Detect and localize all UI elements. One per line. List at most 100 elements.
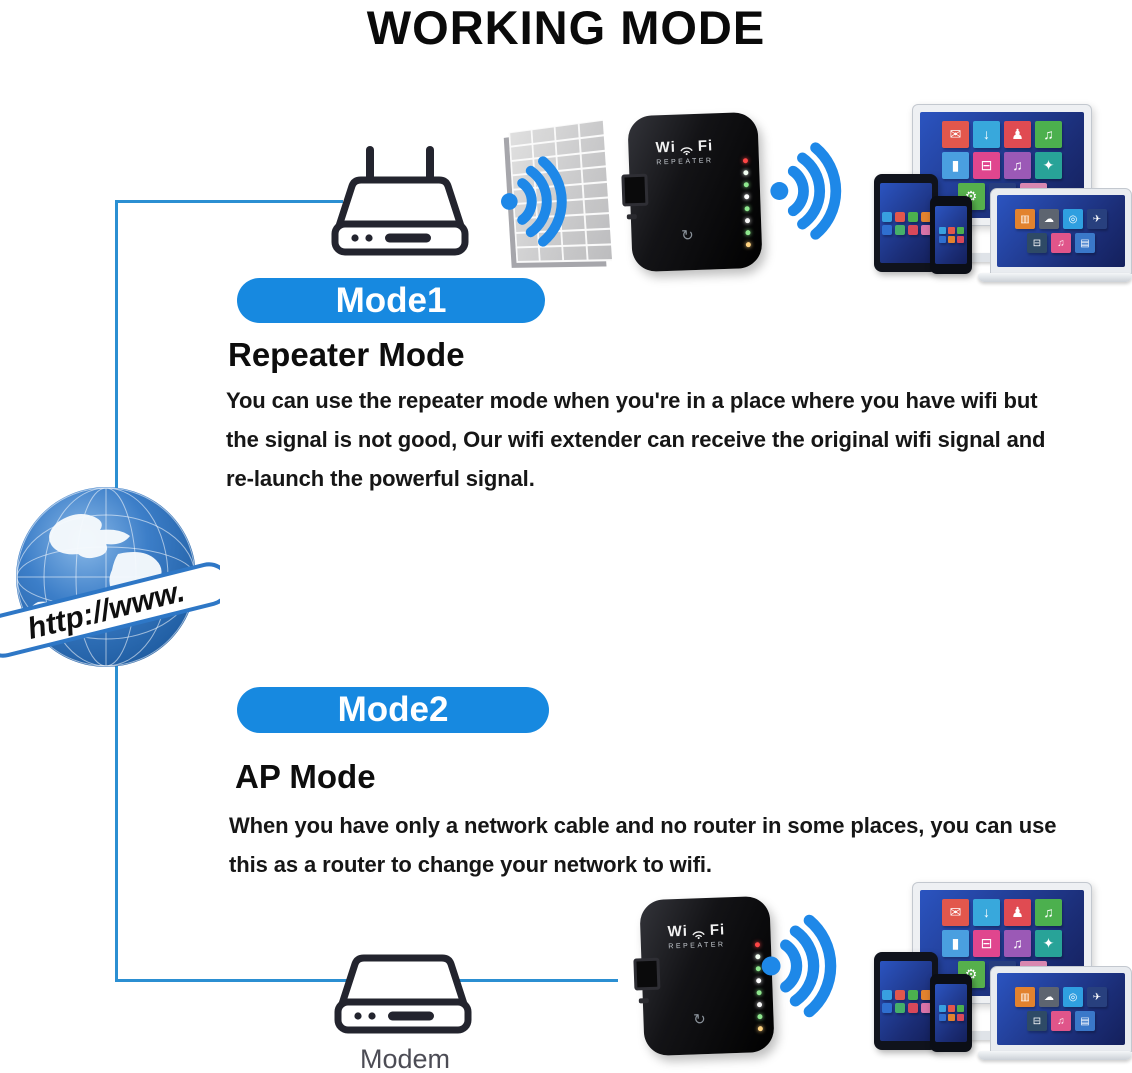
app-tile: [920, 211, 931, 222]
phone-screen: [935, 984, 967, 1042]
router-icon: [325, 140, 475, 265]
app-tile: ✈: [1087, 209, 1107, 229]
app-tile: ♫: [1051, 1011, 1071, 1031]
app-tile: [894, 211, 905, 222]
mode2-description: When you have only a network cable and n…: [229, 813, 1057, 878]
wifi-fan-icon: [692, 931, 705, 940]
app-tile: ✈: [1087, 987, 1107, 1007]
app-tile: [907, 211, 918, 222]
app-tile: ✉: [942, 120, 969, 148]
led-light: [745, 230, 751, 236]
app-tile: [947, 1005, 955, 1012]
connected-devices: ✉↓♟♫▮⊟♫✦⚙✈↻ ▥☁◎✈⊟♫▤: [872, 878, 1132, 1072]
app-tile: ✦: [1035, 151, 1062, 179]
app-tile: [881, 1002, 892, 1013]
brand-prefix: Wi: [655, 138, 677, 157]
app-tile: [881, 989, 892, 1000]
led-indicators: [742, 158, 751, 248]
brand-suffix: Fi: [709, 921, 726, 939]
app-tile: [947, 227, 955, 234]
app-tile: [947, 1014, 955, 1021]
app-tile: [956, 236, 964, 243]
mode1-heading: Repeater Mode: [228, 336, 465, 373]
reset-slot: [626, 214, 637, 220]
app-tile: ⊟: [973, 929, 1000, 957]
app-tile: ↓: [973, 120, 1000, 148]
app-tile: [881, 224, 892, 235]
repeater-subtitle: REPEATER: [668, 941, 726, 951]
app-tile: [907, 224, 918, 235]
led-light: [744, 206, 750, 212]
laptop: ▥☁◎✈⊟♫▤: [990, 966, 1132, 1052]
wifi-repeater-device: Wi Fi REPEATER ↻: [621, 111, 763, 273]
app-tile: [938, 1005, 946, 1012]
wifi-signal-icon: [765, 140, 877, 247]
app-tile: [894, 989, 905, 1000]
app-tile: ♫: [1051, 233, 1071, 253]
app-tile: [938, 227, 946, 234]
laptop-screen: ▥☁◎✈⊟♫▤: [997, 973, 1125, 1045]
wifi-fan-icon: [680, 147, 693, 156]
app-tile: ↓: [973, 898, 1000, 926]
app-tile: [956, 1014, 964, 1021]
repeater-subtitle: REPEATER: [656, 157, 714, 167]
brand-prefix: Wi: [667, 922, 689, 941]
mode2-heading: AP Mode: [235, 758, 376, 795]
app-tile: [907, 1002, 918, 1013]
ethernet-port: [621, 173, 649, 207]
phone-screen: [935, 206, 967, 264]
led-light: [745, 242, 751, 248]
app-tile: ⊟: [1027, 233, 1047, 253]
app-tile: ♟: [1004, 898, 1031, 926]
app-tile: ♫: [1035, 898, 1062, 926]
app-tile: [907, 989, 918, 1000]
app-tile: ♫: [1035, 120, 1062, 148]
app-tile: ▤: [1075, 1011, 1095, 1031]
tablet: [874, 174, 938, 272]
wifi-repeater-device: Wi Fi REPEATER ↻: [633, 895, 775, 1057]
wifi-signal-icon: [756, 912, 874, 1025]
wifi-signal-icon: [496, 154, 600, 254]
laptop: ▥☁◎✈⊟♫▤: [990, 188, 1132, 274]
reset-slot: [638, 998, 649, 1004]
app-tile: ▤: [1075, 233, 1095, 253]
tablet-screen: [880, 961, 932, 1041]
app-tile: [938, 1014, 946, 1021]
app-tile: [920, 224, 931, 235]
modem-icon: [328, 948, 478, 1053]
app-tile: ✦: [1035, 929, 1062, 957]
app-tile: ☁: [1039, 209, 1059, 229]
page-title: WORKING MODE: [366, 1, 766, 54]
led-light: [743, 170, 749, 176]
tablet: [874, 952, 938, 1050]
modem-label: Modem: [359, 1044, 451, 1073]
app-tile: [920, 989, 931, 1000]
mode1-badge-label: Mode1: [335, 280, 447, 320]
app-tile: [920, 1002, 931, 1013]
connected-devices: ✉↓♟♫▮⊟♫✦⚙✈↻ ▥☁◎✈⊟♫▤: [872, 100, 1132, 294]
led-light: [757, 1026, 763, 1032]
led-light: [742, 158, 749, 164]
app-tile: ♫: [1004, 151, 1031, 179]
app-tile: ⊟: [1027, 1011, 1047, 1031]
app-tile: ▮: [942, 929, 969, 957]
mode2-badge-label: Mode2: [337, 690, 449, 729]
laptop-base: [978, 273, 1132, 282]
smartphone: [930, 974, 972, 1052]
app-tile: ⊟: [973, 151, 1000, 179]
connector-top-line: [115, 200, 343, 203]
led-light: [744, 194, 750, 200]
wps-button: ↻: [692, 1011, 707, 1029]
app-tile: [956, 227, 964, 234]
app-tile: ♟: [1004, 120, 1031, 148]
mode1-badge: Mode1: [237, 278, 545, 323]
laptop-base: [978, 1051, 1132, 1060]
mode2-badge: Mode2: [237, 687, 549, 733]
repeater-brand-label: Wi Fi: [628, 136, 741, 157]
laptop-screen: ▥☁◎✈⊟♫▤: [997, 195, 1125, 267]
smartphone: [930, 196, 972, 274]
led-light: [743, 182, 749, 188]
app-tile: ▥: [1015, 987, 1035, 1007]
app-tile: [894, 1002, 905, 1013]
